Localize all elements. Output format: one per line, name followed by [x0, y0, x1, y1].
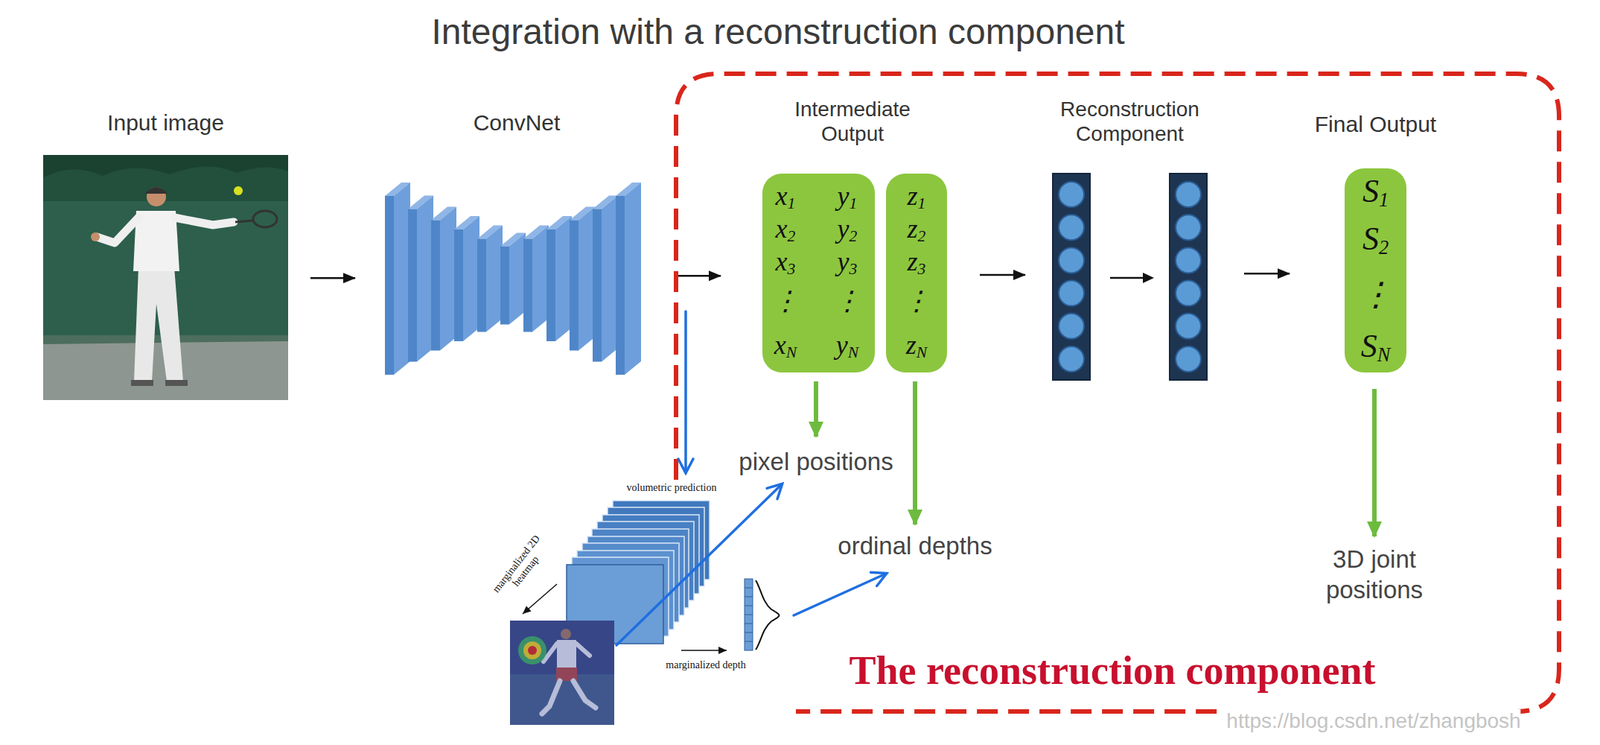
leader-arrow [813, 381, 819, 437]
text-holder: z2 [907, 214, 927, 246]
text-holder: y2 [837, 214, 858, 246]
text-holder: ⋮ [772, 286, 799, 317]
text-holder: Reconstruction Component [1040, 96, 1220, 146]
heatmap-photo [510, 620, 615, 725]
vector-entry: SN [1361, 328, 1391, 367]
text-holder: S1 [1362, 173, 1389, 212]
text-holder: volumetric prediction [626, 481, 717, 494]
text-holder: x2 [775, 214, 796, 246]
text-holder: Integration with a reconstruction compon… [431, 11, 1125, 53]
flow-arrow [678, 274, 721, 277]
annotation-arrow [684, 311, 688, 473]
text-holder: Final Output [1314, 111, 1437, 137]
vector-entry: ⋮ [772, 286, 799, 317]
node-heading: Input image [107, 110, 225, 136]
output-label: pixel positions [738, 447, 893, 476]
small-arrow [681, 649, 727, 651]
annotation-arrow [616, 483, 782, 645]
vector-entry: y2 [837, 214, 858, 246]
vector-entry: S1 [1362, 173, 1389, 212]
text-holder: ⋮ [903, 286, 930, 317]
vector-entry: zN [906, 330, 927, 362]
leader-arrow [1372, 388, 1377, 537]
vector-entry: z2 [907, 214, 927, 246]
small-arrow [522, 583, 557, 614]
text-holder: marginalized depth [665, 658, 746, 671]
text-holder: yN [836, 330, 859, 362]
text-holder: y3 [837, 247, 858, 279]
node-heading: Final Output [1314, 111, 1437, 137]
input-image: Input image [43, 154, 289, 400]
output-label: ordinal depths [837, 531, 992, 560]
text-holder: ConvNet [473, 110, 561, 136]
text-holder: x3 [775, 247, 796, 279]
vector-box: Intermediate Outputx1x2x3⋮xNy1y2y3⋮yN [762, 173, 875, 373]
dashed-region-shape [673, 71, 1562, 714]
annotation-arrow [793, 573, 886, 615]
vector-entry: ⋮ [903, 286, 930, 317]
network-layers: Reconstruction Component [1052, 173, 1207, 380]
text-holder: zN [906, 330, 927, 362]
vector-entry: ⋮ [1359, 276, 1393, 313]
text-holder: z1 [907, 181, 927, 213]
vector-box: Final OutputS1S2⋮SN [1344, 168, 1407, 373]
text-holder: ⋮ [833, 286, 861, 317]
vector-entry: S2 [1362, 221, 1389, 260]
diagram-title: Integration with a reconstruction compon… [431, 11, 1125, 53]
text-holder: z3 [907, 247, 927, 279]
flow-arrow [310, 276, 356, 280]
vector-entry: y1 [837, 181, 858, 213]
text-holder: Input image [107, 110, 225, 136]
flow-arrow [979, 273, 1026, 277]
vector-entry: z3 [907, 247, 927, 279]
text-holder: ⋮ [1359, 276, 1393, 313]
node-heading: Intermediate Output [766, 96, 939, 146]
text-holder: The reconstruction component [849, 646, 1376, 694]
text-holder: SN [1361, 328, 1391, 367]
node-heading: ConvNet [473, 110, 561, 136]
text-holder: Intermediate Output [766, 96, 939, 146]
text-holder: x1 [775, 181, 796, 213]
figure-label: marginalized 2D heatmap [489, 530, 554, 605]
vector-box: z1z2z3 ⋮ zN [885, 173, 948, 373]
output-label: 3D joint positions [1299, 543, 1449, 605]
text-holder: pixel positions [738, 447, 893, 476]
vector-entry: x1 [775, 181, 796, 213]
vector-entry: x3 [775, 247, 796, 279]
text-holder: https://blog.csdn.net/zhangbosh [1226, 708, 1521, 733]
convnet-block-shape [377, 181, 653, 376]
text-holder: S2 [1362, 221, 1389, 260]
node-heading: Reconstruction Component [1040, 96, 1220, 146]
leader-arrow [912, 381, 918, 525]
node-heading: The reconstruction component [849, 646, 1376, 694]
text-holder: ordinal depths [837, 531, 992, 560]
network-layers-shape [1052, 173, 1207, 380]
vector-entry: y3 [837, 247, 858, 279]
figure-label: volumetric prediction [626, 481, 717, 494]
vector-entry: ⋮ [833, 286, 861, 317]
vector-entry: xN [774, 330, 797, 362]
watermark: https://blog.csdn.net/zhangbosh [1226, 708, 1521, 733]
vector-entry: x2 [775, 214, 796, 246]
convnet-block: ConvNet [377, 181, 653, 376]
input-image-shape [43, 154, 289, 400]
text-holder: 3D joint positions [1299, 543, 1449, 605]
text-holder: y1 [837, 181, 858, 213]
text-holder: xN [774, 330, 797, 362]
flow-arrow [1244, 272, 1290, 275]
vector-entry: z1 [907, 181, 927, 213]
vector-entry: yN [836, 330, 859, 362]
depth-bar [744, 578, 780, 650]
figure-label: marginalized depth [665, 658, 746, 671]
text-holder: marginalized 2D heatmap [489, 530, 554, 605]
dashed-region: The reconstruction component Intermediate… [673, 71, 1562, 714]
